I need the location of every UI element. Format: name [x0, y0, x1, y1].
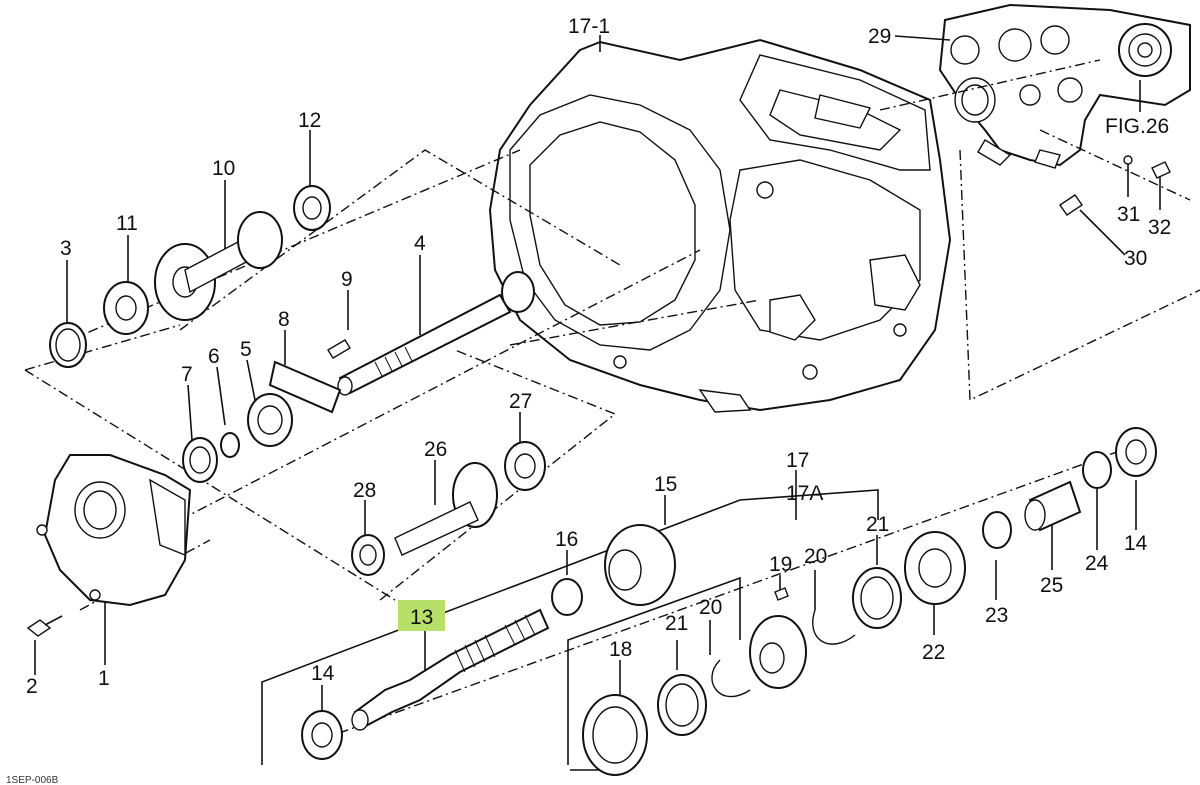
- countershaft-assembly: [49, 185, 331, 368]
- label-32: 32: [1148, 216, 1171, 239]
- dashed-centerlines: [24, 59, 1200, 741]
- label-9: 9: [341, 268, 353, 291]
- label-16: 16: [555, 528, 578, 551]
- label-14-lower: 14: [311, 662, 335, 685]
- label-14-right: 14: [1124, 532, 1148, 555]
- footer-code: 1SEP-006B: [6, 775, 59, 785]
- label-20-lower: 20: [699, 596, 722, 619]
- label-4: 4: [414, 232, 426, 255]
- label-21-upper: 21: [866, 513, 889, 536]
- label-21-lower: 21: [665, 612, 688, 635]
- label-6: 6: [208, 345, 220, 368]
- label-27: 27: [509, 390, 532, 413]
- label-fig26: FIG.26: [1105, 115, 1169, 138]
- label-3: 3: [60, 237, 72, 260]
- label-17: 17: [786, 449, 809, 472]
- label-5: 5: [240, 338, 252, 361]
- label-26: 26: [424, 438, 447, 461]
- front-cover: [26, 454, 192, 637]
- label-17a: 17A: [786, 482, 823, 505]
- transmission-case: [488, 38, 952, 413]
- label-19: 19: [769, 553, 792, 576]
- label-7: 7: [181, 363, 193, 386]
- label-23: 23: [985, 604, 1008, 627]
- label-17-1: 17-1: [568, 15, 610, 38]
- label-15: 15: [654, 473, 677, 496]
- label-31: 31: [1117, 203, 1140, 226]
- reverse-idler-assembly: [351, 441, 546, 576]
- extension-housing: [938, 3, 1191, 169]
- label-30: 30: [1124, 247, 1147, 270]
- label-2: 2: [26, 675, 38, 698]
- label-28: 28: [353, 479, 376, 502]
- label-29: 29: [868, 25, 891, 48]
- label-13: 13: [410, 606, 433, 629]
- label-11: 11: [116, 212, 138, 235]
- label-25: 25: [1040, 574, 1063, 597]
- mainshaft-assembly: [301, 155, 1171, 776]
- label-10: 10: [212, 157, 235, 180]
- label-12: 12: [298, 109, 321, 132]
- label-24: 24: [1085, 552, 1109, 575]
- part-13-highlight: [398, 600, 445, 631]
- input-shaft-assembly: [182, 271, 535, 483]
- part-labels: 17-1 29 FIG.26 12 10 11 3 4 9 8 6 5 7 27…: [6, 15, 1171, 785]
- label-1: 1: [98, 667, 110, 690]
- label-8: 8: [278, 308, 290, 331]
- label-18: 18: [609, 638, 632, 661]
- label-20-upper: 20: [804, 545, 827, 568]
- label-22: 22: [922, 641, 945, 664]
